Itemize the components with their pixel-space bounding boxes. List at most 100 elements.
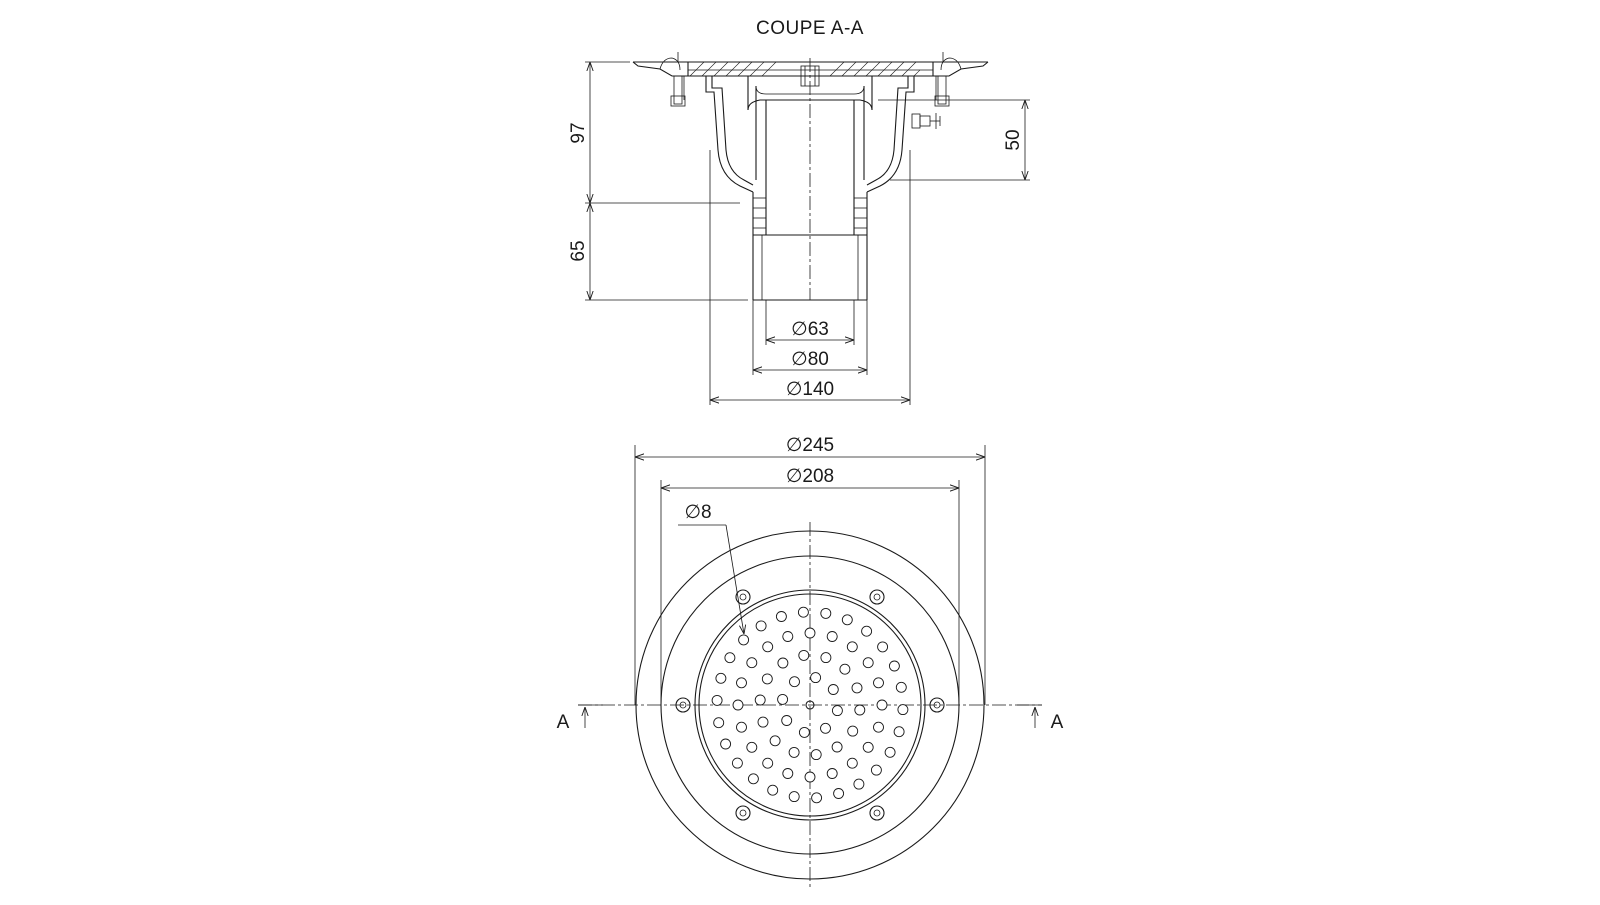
svg-text:97: 97: [568, 122, 589, 143]
grate-hole: [847, 725, 859, 737]
grate-hole: [820, 607, 832, 619]
grate-hole: [736, 721, 747, 733]
svg-text:∅63: ∅63: [791, 319, 829, 340]
drain-body: [705, 76, 941, 193]
grate-hole: [724, 652, 736, 664]
grate-hole: [870, 764, 882, 776]
grate-hole: [777, 657, 789, 669]
grate-hole: [876, 699, 888, 711]
grate-hole: [810, 749, 822, 761]
grate-hole: [820, 652, 832, 664]
grate-hole: [853, 778, 865, 790]
grate-hole: [839, 663, 851, 675]
grate-hole: [833, 788, 845, 799]
svg-text:∅245: ∅245: [786, 435, 834, 456]
grate-hole: [804, 771, 816, 783]
grate-hole: [788, 791, 800, 803]
grate-hole: [797, 606, 809, 618]
dim-dia-245: ∅245: [635, 435, 985, 457]
grate-hole: [762, 641, 774, 653]
grate-hole: [810, 672, 822, 684]
grate-hole: [831, 705, 843, 717]
grate-hole: [720, 738, 732, 750]
dim-dia-63: ∅63: [766, 319, 854, 340]
grate-hole: [767, 784, 779, 796]
section-marker-left: A: [557, 704, 603, 733]
grate-hole: [788, 746, 800, 758]
dim-height-upper: 97: [568, 62, 590, 203]
grate-hole: [895, 681, 907, 693]
grate-hole: [715, 672, 727, 684]
grate-hole: [762, 757, 774, 769]
grate-hole: [782, 631, 794, 642]
svg-text:∅208: ∅208: [786, 466, 834, 487]
grate-hole: [897, 704, 909, 716]
grate-hole: [820, 722, 831, 734]
svg-text:∅8: ∅8: [684, 502, 711, 523]
grate-hole: [826, 631, 838, 642]
grate-hole: [862, 741, 874, 753]
svg-text:∅140: ∅140: [786, 379, 834, 400]
flange-bolt-holes: [675, 589, 945, 821]
grate-hole: [789, 676, 800, 688]
svg-text:∅80: ∅80: [791, 349, 829, 370]
grate-hole: [854, 704, 866, 716]
svg-text:A: A: [557, 712, 570, 733]
grate-hole: [775, 611, 787, 622]
dim-dia-140: ∅140: [710, 379, 910, 400]
dim-dia-8: ∅8: [678, 502, 744, 634]
grate-hole: [713, 717, 725, 729]
grate-hole: [736, 677, 747, 689]
svg-text:50: 50: [1003, 129, 1024, 150]
grate-hole: [841, 614, 853, 626]
dim-dia-208: ∅208: [661, 466, 959, 488]
grate-hole: [711, 694, 723, 706]
grate-hole: [811, 792, 823, 804]
grate-hole: [846, 641, 858, 653]
grate-hole: [769, 735, 781, 747]
grate-hole: [761, 673, 773, 685]
center-hole: [805, 700, 815, 710]
flange: [632, 52, 989, 87]
grate-hole: [757, 716, 769, 728]
grate-hole: [755, 620, 767, 632]
grate-hole: [782, 768, 794, 779]
grate-hole: [826, 768, 838, 779]
svg-text:A: A: [1051, 712, 1064, 733]
section-title: COUPE A-A: [756, 18, 864, 39]
grate-hole: [827, 684, 839, 695]
grate-hole: [747, 773, 759, 785]
svg-text:65: 65: [568, 240, 589, 261]
grate-hole: [893, 726, 905, 738]
dim-height-right: 50: [1003, 100, 1025, 180]
grate-hole: [873, 721, 884, 733]
grate-hole: [862, 657, 874, 669]
plan-view: ∅245 ∅208 ∅8: [557, 435, 1064, 888]
grate-hole: [731, 757, 743, 769]
grate-holes: [711, 606, 909, 804]
grate-hole: [777, 693, 789, 705]
grate-hole: [846, 757, 858, 769]
grate-hole: [746, 741, 758, 753]
grate-hole: [884, 746, 896, 758]
grate-hole: [798, 726, 810, 738]
grate-hole: [861, 625, 873, 637]
extension-lines: [585, 61, 1030, 405]
grate-hole: [798, 649, 810, 661]
grate-hole: [738, 634, 750, 646]
grate-hole: [781, 715, 793, 726]
grate-hole: [746, 657, 758, 669]
grate-hole: [754, 694, 766, 706]
grate-hole: [732, 699, 744, 711]
clamp-bolts: [670, 75, 950, 107]
dim-height-lower: 65: [568, 203, 590, 300]
dim-dia-80: ∅80: [753, 349, 867, 370]
grate-hole: [873, 677, 884, 689]
section-view: COUPE A-A: [568, 18, 1030, 405]
grate-hole: [851, 682, 863, 694]
grate-hole: [877, 641, 889, 653]
grate-hole: [888, 660, 900, 672]
outlet-spigot: [752, 192, 868, 301]
section-marker-right: A: [1017, 704, 1064, 733]
